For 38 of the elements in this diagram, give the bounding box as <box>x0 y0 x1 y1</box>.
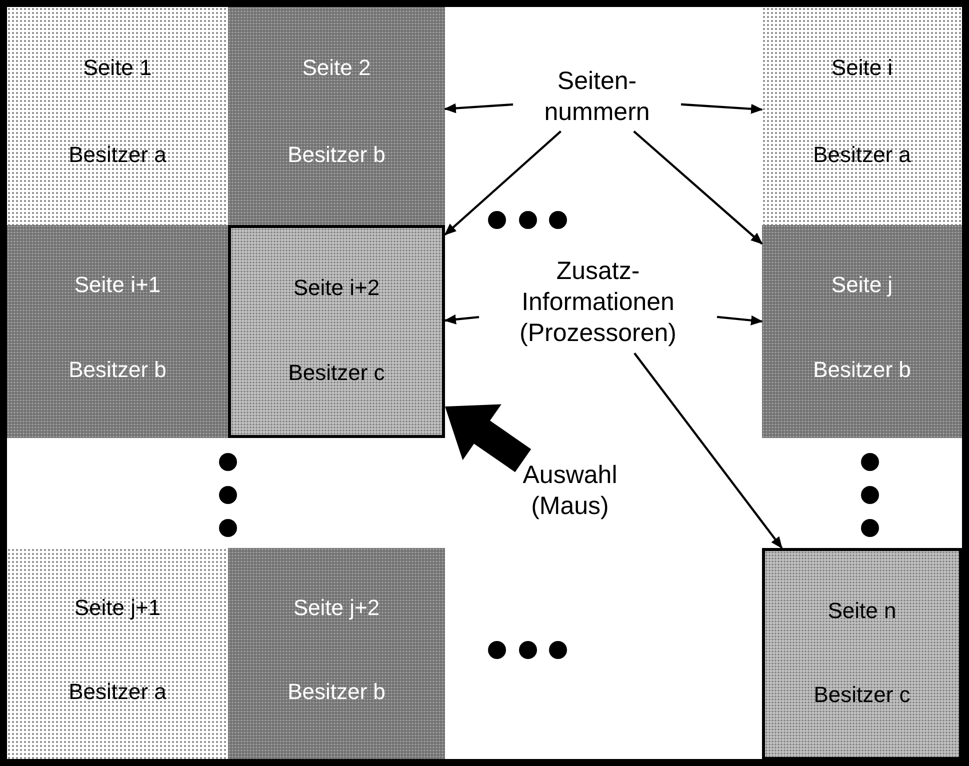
owner-label: Besitzer a <box>68 142 168 168</box>
arrow <box>634 352 783 549</box>
page-number: Seite 2 <box>301 54 372 81</box>
owner-label: Besitzer a <box>68 679 168 706</box>
page-tile <box>228 225 445 438</box>
page-number: Seite 1 <box>82 54 153 81</box>
page-number: Seite j <box>830 272 894 298</box>
page-number: Seite n <box>826 598 898 624</box>
arrow <box>444 130 562 236</box>
owner-label: Besitzer c <box>812 682 912 708</box>
arrow <box>680 103 763 114</box>
page-tile <box>7 225 228 438</box>
arrow <box>633 130 763 245</box>
page-number: Seite i+2 <box>292 274 381 301</box>
owner-label: Besitzer b <box>812 357 912 384</box>
owner-label: Besitzer b <box>286 142 386 168</box>
page-tile <box>7 548 228 759</box>
page-tile <box>762 548 962 759</box>
page-number: Seite j+1 <box>73 594 162 621</box>
page-tile <box>762 7 962 225</box>
arrow <box>444 103 514 114</box>
owner-label: Besitzer b <box>286 679 386 706</box>
owner-label: Besitzer b <box>68 357 168 384</box>
page-number: Seite j+2 <box>292 594 381 621</box>
page-number: Seite i <box>830 54 894 81</box>
owner-label: Besitzer c <box>287 360 386 386</box>
arrow <box>444 314 480 324</box>
page-tile <box>228 548 445 759</box>
annotation-text: Auswahl (Maus) <box>515 460 625 526</box>
page-number: Seite i+1 <box>73 272 162 298</box>
page-tile <box>228 7 445 225</box>
arrow <box>716 315 763 326</box>
page-tile <box>762 225 962 438</box>
page-tile <box>7 7 228 225</box>
selection-arrow <box>445 404 532 472</box>
annotation-text: Seiten- nummern <box>512 66 682 132</box>
annotation-text: Zusatz- Informationen (Prozessoren) <box>478 256 718 354</box>
owner-label: Besitzer a <box>812 142 912 168</box>
